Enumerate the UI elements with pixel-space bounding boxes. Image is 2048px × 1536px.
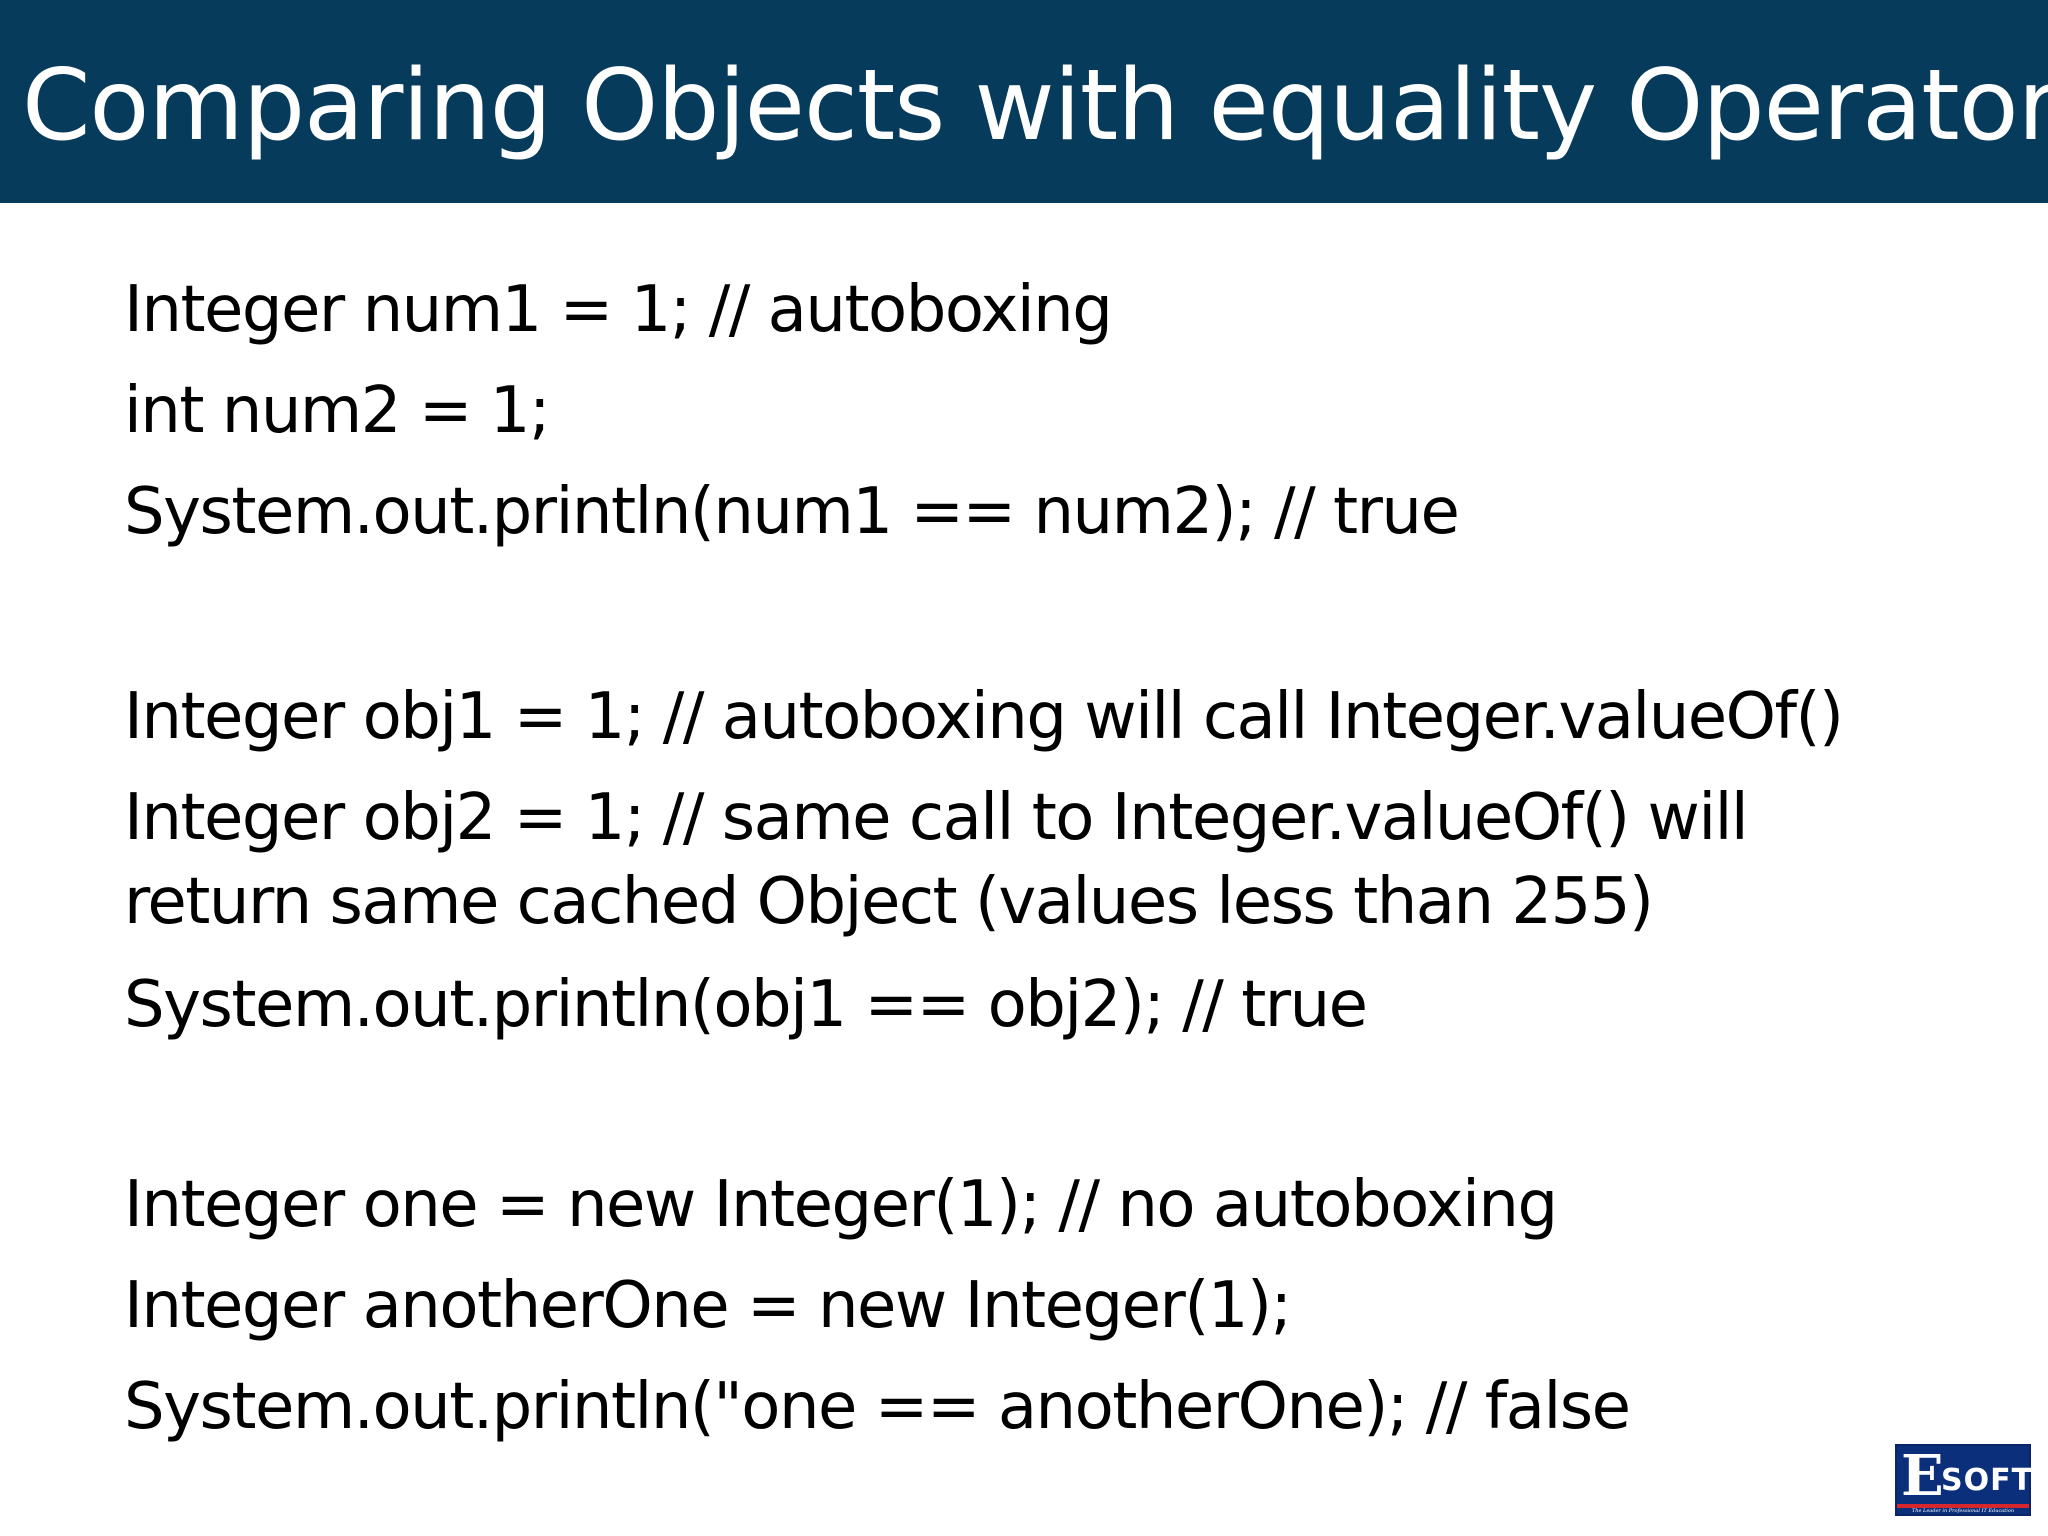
slide-title: Comparing Objects with equality Operator — [22, 49, 2048, 163]
code-line-num-comparison: System.out.println(num1 == num2); // tru… — [124, 475, 1460, 549]
code-line-obj1-declaration: Integer obj1 = 1; // autoboxing will cal… — [124, 680, 1844, 754]
logo-stripe — [1897, 1504, 2029, 1508]
title-bar: Comparing Objects with equality Operator — [0, 0, 2048, 203]
code-line-obj2-declaration: Integer obj2 = 1; // same call to Intege… — [124, 781, 1749, 855]
code-line-obj-comparison: System.out.println(obj1 == obj2); // tru… — [124, 968, 1368, 1042]
logo-tagline: The Leader in Professional IT Education — [1911, 1508, 2015, 1514]
code-line-num2-declaration: int num2 = 1; — [124, 374, 551, 448]
logo-letter: E — [1901, 1443, 1944, 1509]
slide-body: Integer num1 = 1; // autoboxing int num2… — [124, 0, 2004, 1536]
code-line-num1-declaration: Integer num1 = 1; // autoboxing — [124, 273, 1113, 347]
code-line-anotherone-declaration: Integer anotherOne = new Integer(1); — [124, 1269, 1292, 1343]
code-line-one-comparison: System.out.println("one == anotherOne); … — [124, 1370, 1631, 1444]
logo-word: SOFT — [1941, 1463, 2034, 1498]
code-line-one-declaration: Integer one = new Integer(1); // no auto… — [124, 1168, 1558, 1242]
esoft-logo: E SOFT The Leader in Professional IT Edu… — [1895, 1443, 2034, 1516]
code-line-obj2-continuation: return same cached Object (values less t… — [124, 865, 1654, 939]
